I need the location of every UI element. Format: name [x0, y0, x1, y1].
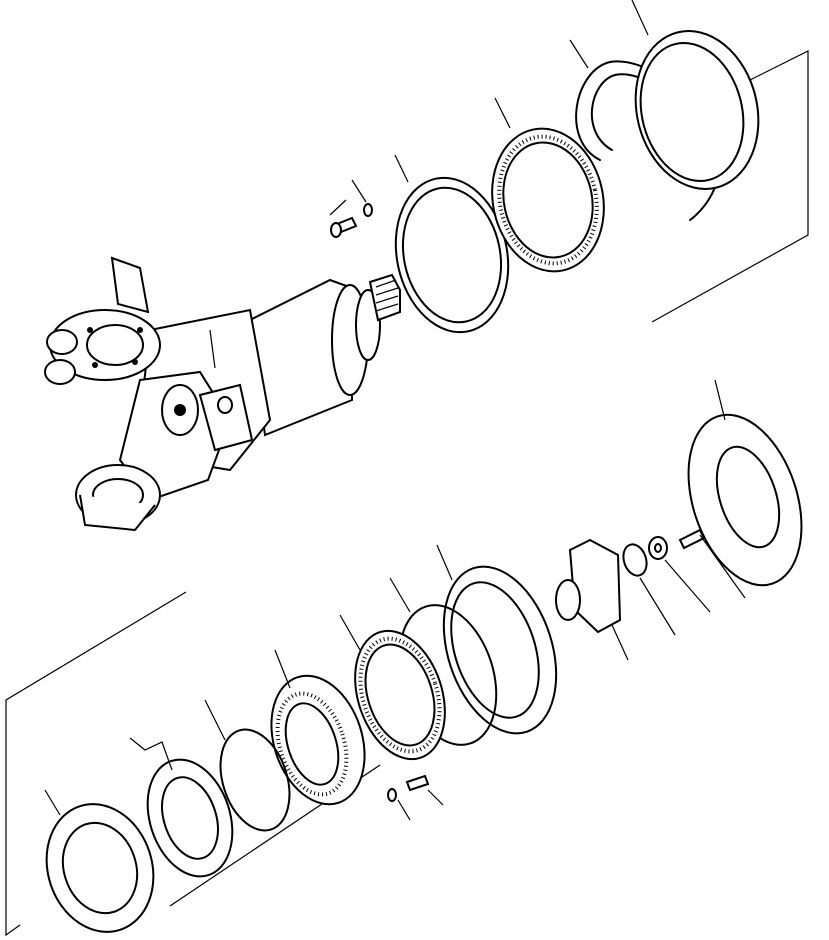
roller-cage: [44, 789, 155, 933]
upper-group-frame: [651, 50, 809, 323]
brake-disc: [687, 379, 803, 587]
washer-flat: [648, 536, 711, 613]
flange-yoke: [555, 538, 629, 661]
needle-ring: [491, 97, 605, 273]
axle-housing: [44, 256, 401, 532]
o-ring-small: [622, 543, 676, 636]
bolt: [329, 199, 358, 238]
yoke: [118, 370, 254, 502]
o-ring: [204, 699, 291, 832]
seal-retainer: [436, 544, 558, 735]
washer: [351, 179, 373, 217]
shaft-spline: [368, 273, 401, 322]
bearing-cone: [270, 649, 366, 806]
bolt-flange: [678, 528, 746, 599]
bearing-cup: [339, 614, 446, 761]
snap-ring: [129, 737, 234, 878]
cover-ring: [631, 0, 760, 190]
spacer: [387, 774, 444, 821]
retainer-plate: [394, 154, 510, 334]
